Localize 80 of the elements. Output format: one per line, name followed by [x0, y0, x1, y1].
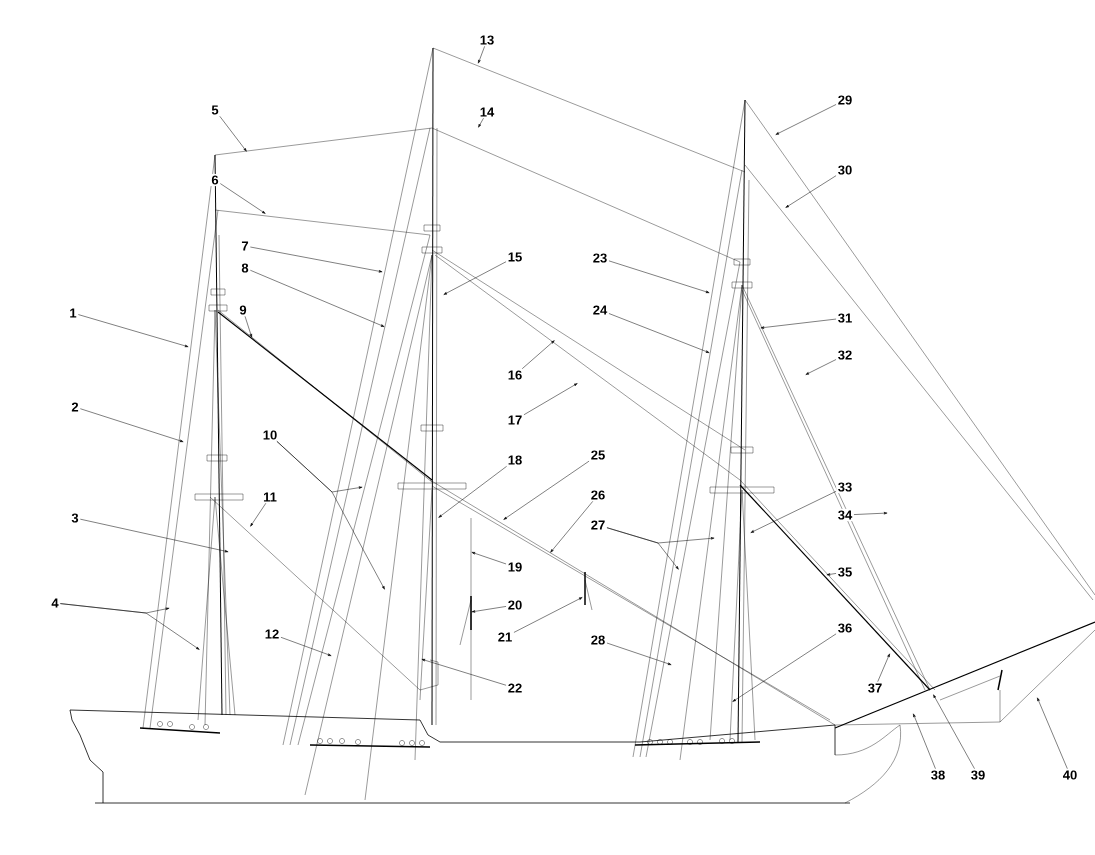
callout-number: 14	[478, 106, 496, 118]
callout-number: 5	[209, 103, 221, 117]
callout-number: 25	[589, 448, 607, 462]
callout-number: 1	[67, 307, 79, 319]
leader-line	[608, 313, 710, 353]
leader-line	[276, 441, 385, 590]
callout-number: 37	[866, 681, 884, 695]
leader-line	[775, 104, 837, 135]
leader-line	[550, 501, 594, 553]
leader-line	[853, 512, 888, 515]
leader-line	[503, 460, 590, 520]
callout-number: 4	[49, 597, 61, 609]
callout-number: 8	[239, 261, 251, 275]
leader-line	[80, 518, 229, 553]
leader-line	[523, 383, 578, 415]
callout-number: 36	[836, 621, 854, 635]
callout-number: 32	[836, 348, 854, 362]
callout-number: 20	[506, 598, 524, 612]
leader-line	[280, 637, 332, 656]
leader-line	[933, 694, 975, 769]
leader-line	[608, 260, 710, 293]
callout-number: 40	[1061, 768, 1079, 782]
callout-number: 19	[506, 560, 524, 574]
callout-number: 39	[969, 768, 987, 782]
callout-number: 21	[496, 630, 514, 644]
leader-line	[750, 491, 837, 533]
callout-number: 27	[589, 518, 607, 532]
leader-line	[760, 318, 837, 329]
leader-line	[732, 633, 837, 702]
callout-number: 24	[591, 303, 609, 317]
leader-line	[244, 316, 252, 338]
leader-line	[78, 314, 189, 348]
leader-line	[513, 597, 583, 633]
leader-line	[805, 359, 837, 375]
callout-number: 11	[261, 491, 279, 503]
callout-number: 30	[836, 163, 854, 177]
callout-number: 15	[506, 250, 524, 264]
callout-number: 7	[239, 240, 251, 252]
callout-number: 18	[506, 453, 524, 467]
leader-line	[521, 340, 555, 369]
callout-number: 26	[589, 488, 607, 502]
callout-number: 3	[69, 511, 81, 525]
leader-line	[421, 659, 507, 686]
leader-line	[219, 116, 247, 152]
callout-number: 6	[209, 173, 221, 187]
callout-number: 13	[478, 33, 496, 47]
callout-number: 22	[506, 681, 524, 695]
leader-line	[250, 246, 383, 273]
leader-line	[250, 502, 267, 527]
leader-line	[220, 183, 266, 214]
leader-line	[471, 606, 507, 613]
callout-number: 34	[836, 508, 854, 522]
leader-line	[478, 117, 484, 128]
callout-number: 12	[263, 627, 281, 641]
leader-line	[438, 466, 507, 518]
leader-line	[471, 552, 507, 565]
callout-number: 35	[836, 565, 854, 579]
callout-number: 23	[591, 251, 609, 265]
leader-line	[877, 653, 890, 682]
leader-line	[913, 713, 936, 769]
leader-line	[250, 270, 385, 327]
callout-number: 38	[929, 768, 947, 782]
leader-line	[1037, 697, 1068, 769]
leader-line	[606, 527, 679, 570]
callout-number: 2	[69, 400, 81, 414]
callout-number: 28	[589, 633, 607, 647]
callout-number: 33	[836, 480, 854, 494]
callout-number: 9	[237, 303, 249, 317]
leader-line	[785, 175, 837, 208]
leader-line	[80, 408, 184, 442]
leader-line	[443, 261, 507, 295]
callout-number: 29	[836, 93, 854, 107]
callout-number: 10	[261, 428, 279, 442]
callout-number: 31	[836, 311, 854, 325]
leader-line	[606, 642, 672, 665]
leader-line	[826, 573, 837, 576]
callout-number: 16	[506, 368, 524, 382]
leader-line	[60, 603, 200, 650]
leader-line	[478, 46, 485, 64]
callout-number: 17	[506, 414, 524, 426]
